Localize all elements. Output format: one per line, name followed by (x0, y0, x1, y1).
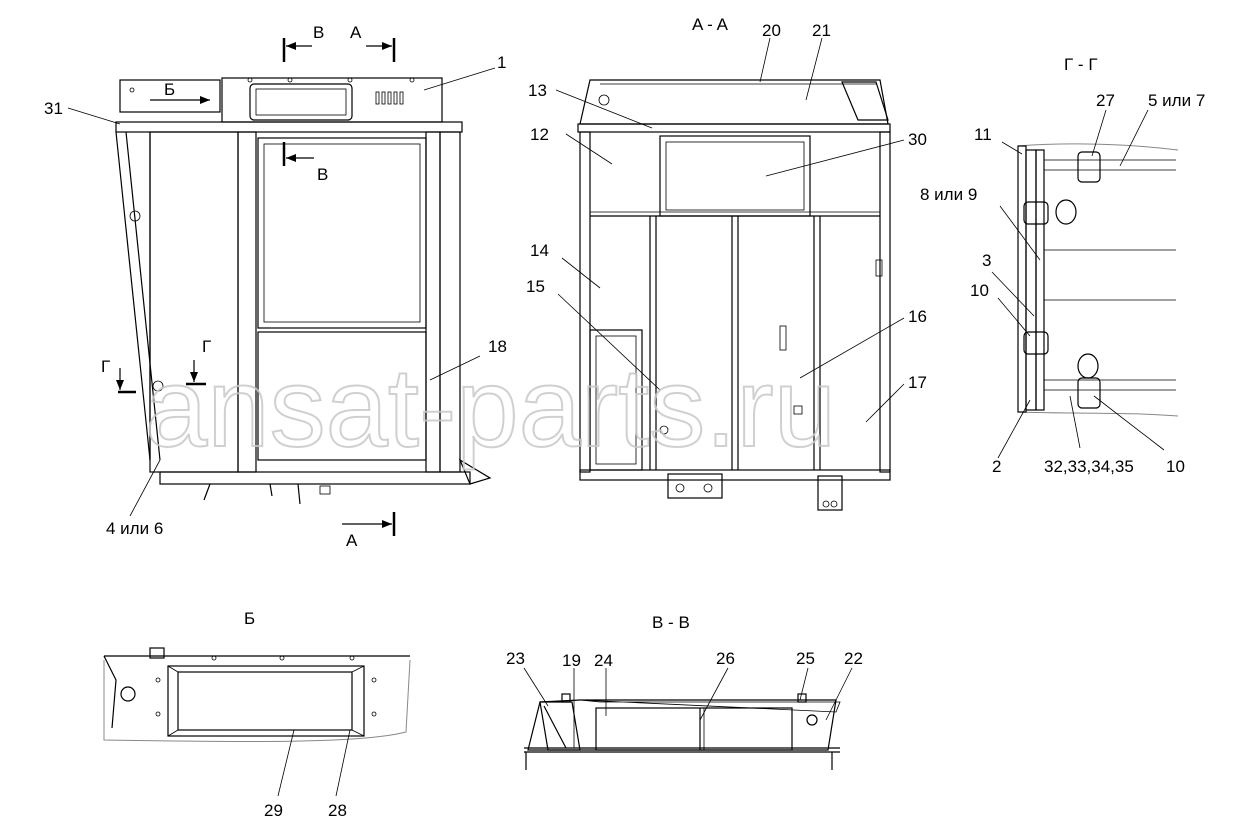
callout-20: 20 (762, 21, 781, 40)
marker-g-left: Г (101, 357, 110, 376)
callout-10-a: 10 (970, 281, 989, 300)
callout-25: 25 (796, 649, 815, 668)
marker-a-bottom: А (346, 531, 358, 550)
callout-2: 2 (992, 457, 1001, 476)
callout-22: 22 (844, 649, 863, 668)
callout-1: 1 (497, 53, 506, 72)
callout-30: 30 (908, 130, 927, 149)
section-title-aa: A - A (692, 15, 729, 34)
callout-29: 29 (264, 801, 283, 820)
callout-15: 15 (526, 277, 545, 296)
callout-24: 24 (594, 651, 613, 670)
section-title-vv: В - В (652, 613, 690, 632)
section-aa-view (555, 37, 905, 511)
callout-31: 31 (44, 99, 63, 118)
callout-10-b: 10 (1166, 457, 1185, 476)
callout-11: 11 (974, 125, 992, 144)
side-view (67, 38, 496, 536)
callout-13: 13 (528, 81, 547, 100)
callout-19: 19 (562, 651, 581, 670)
section-gg-view (991, 109, 1179, 459)
marker-v-mid: В (317, 165, 328, 184)
callout-26: 26 (716, 649, 735, 668)
callout-4-or-6: 4 или 6 (106, 519, 163, 538)
callout-12: 12 (530, 125, 549, 144)
callout-3: 3 (982, 251, 991, 270)
section-title-b: Б (244, 609, 255, 628)
callout-21: 21 (812, 21, 831, 40)
callout-32-35: 32,33,34,35 (1044, 457, 1134, 476)
callout-17: 17 (908, 373, 927, 392)
section-title-gg: Г - Г (1064, 55, 1098, 74)
callout-23: 23 (506, 649, 525, 668)
marker-b-arrow: Б (164, 80, 175, 99)
view-b-detail (103, 647, 411, 797)
marker-g-right: Г (202, 337, 211, 356)
callout-5-or-7: 5 или 7 (1148, 91, 1205, 110)
marker-a-top: А (350, 23, 362, 42)
section-vv-view (523, 667, 853, 770)
callout-8-or-9: 8 или 9 (920, 185, 977, 204)
callout-18: 18 (488, 337, 507, 356)
watermark: ansat-parts.ru (145, 345, 836, 470)
callout-28: 28 (328, 801, 347, 820)
vent-grille (375, 91, 404, 105)
callout-14: 14 (530, 241, 549, 260)
marker-v-top: В (313, 23, 324, 42)
callout-27: 27 (1096, 91, 1115, 110)
callout-16: 16 (908, 307, 927, 326)
